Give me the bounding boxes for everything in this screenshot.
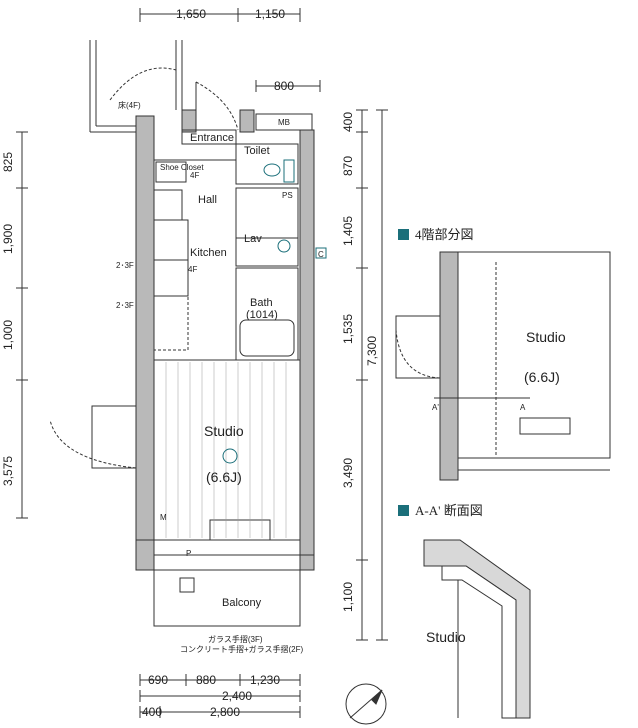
dim-bottom-1: 690 xyxy=(148,673,168,687)
height-2-3f-b: 2･3F xyxy=(116,301,134,310)
room-lav: Lav xyxy=(244,233,262,245)
marker-p: P xyxy=(186,549,191,558)
section-marker-icon xyxy=(398,229,409,240)
section-aa-drawing xyxy=(423,539,531,719)
inset-4f-title-text: 4階部分図 xyxy=(415,227,474,242)
bath-size: (1014) xyxy=(246,309,278,321)
lav-bath-area xyxy=(235,237,299,361)
left-dimension xyxy=(16,131,28,519)
rail-3f-label: ガラス手摺(3F) xyxy=(208,634,263,644)
floor-4f-label: 床(4F) xyxy=(118,100,141,110)
toilet-fixture xyxy=(263,159,295,183)
dim-right-4: 1,535 xyxy=(341,314,355,344)
section-a-prime: A' xyxy=(432,403,439,412)
room-studio: Studio xyxy=(204,423,244,439)
dim-top-1: 1,650 xyxy=(176,7,206,21)
room-balcony: Balcony xyxy=(222,597,262,609)
studio-size: (6.6J) xyxy=(206,469,242,485)
dim-right-5: 3,490 xyxy=(341,458,355,488)
side-window xyxy=(49,405,137,469)
top-dimension xyxy=(139,8,321,92)
height-4f: 4F xyxy=(188,265,197,274)
shoe-closet-4f: 4F xyxy=(190,171,199,180)
marker-c: C xyxy=(318,250,324,259)
dim-left-2: 1,900 xyxy=(1,224,15,254)
walls xyxy=(135,109,315,571)
section-a: A xyxy=(520,403,526,412)
kitchen-area xyxy=(153,219,189,351)
studio-area xyxy=(153,359,301,556)
dim-right-1: 400 xyxy=(341,112,355,132)
dim-bottom-5: 2,800 xyxy=(210,705,240,719)
ps-label: PS xyxy=(282,191,293,200)
marker-m: M xyxy=(160,513,167,522)
inset-4f-title: 4階部分図 xyxy=(398,224,474,243)
entrance-area xyxy=(153,129,299,239)
inset-studio-size: (6.6J) xyxy=(524,369,560,385)
inset-4f-plan xyxy=(395,251,611,481)
corridor-lines xyxy=(89,40,239,133)
section-aa-title: A-A' 断面図 xyxy=(398,500,483,519)
room-hall: Hall xyxy=(198,194,217,206)
room-bath: Bath xyxy=(250,297,273,309)
height-2-3f-a: 2･3F xyxy=(116,261,134,270)
mb-label: MB xyxy=(278,118,290,127)
section-marker-icon xyxy=(398,505,409,516)
dim-top-2: 1,150 xyxy=(255,7,285,21)
dim-bottom-4: 400 xyxy=(142,705,162,719)
dim-top-3: 800 xyxy=(274,79,294,93)
section-studio: Studio xyxy=(426,629,466,645)
dim-left-1: 825 xyxy=(1,152,15,172)
dim-right-3: 1,405 xyxy=(341,216,355,246)
balcony-area xyxy=(153,569,301,627)
north-compass-icon xyxy=(345,683,387,725)
dim-right-2: 870 xyxy=(341,156,355,176)
section-aa-title-text: A-A' 断面図 xyxy=(415,503,483,518)
bottom-dimension xyxy=(139,674,301,718)
dim-bottom-3: 1,230 xyxy=(250,673,280,687)
rail-2f-label: コンクリート手摺+ガラス手摺(2F) xyxy=(180,644,304,654)
lav-fixture xyxy=(277,239,327,259)
dim-left-4: 3,575 xyxy=(1,456,15,486)
room-entrance: Entrance xyxy=(190,132,234,144)
inset-studio: Studio xyxy=(526,329,566,345)
room-kitchen: Kitchen xyxy=(190,247,227,259)
dim-bottom-2: 880 xyxy=(196,673,216,687)
studio-light-icon xyxy=(222,448,238,464)
dim-right-6: 1,100 xyxy=(341,582,355,612)
dim-bottom-total: 2,400 xyxy=(222,689,252,703)
dim-left-3: 1,000 xyxy=(1,320,15,350)
room-toilet: Toilet xyxy=(244,145,270,157)
shoe-closet-label: Shoe Closet xyxy=(160,163,204,172)
right-dimension xyxy=(356,109,388,641)
dim-right-total: 7,300 xyxy=(365,336,379,366)
